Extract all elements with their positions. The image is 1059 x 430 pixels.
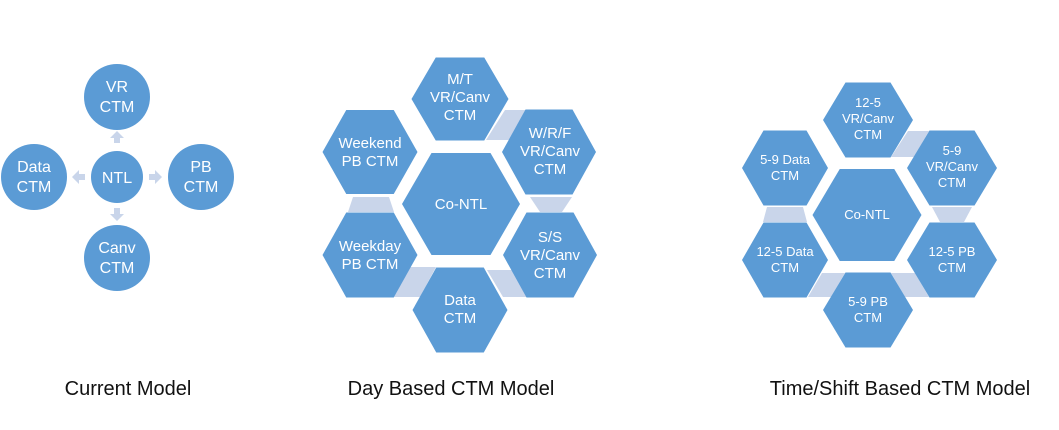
hex-label: Co-NTL <box>435 196 488 213</box>
caption-current-model: Current Model <box>64 378 192 400</box>
connector <box>763 207 807 222</box>
connector <box>486 110 527 140</box>
hex-co-ntl <box>812 169 922 261</box>
hex-5-9-vr-canv-ctm <box>907 130 997 206</box>
hex-weekend-pb-ctm <box>322 110 418 194</box>
connector <box>487 270 527 297</box>
hex-ss-vr-canv-ctm <box>503 212 597 298</box>
hex-weekday-pb-ctm <box>322 212 418 298</box>
hex-label: Co-NTL <box>844 207 890 222</box>
hex-5-9-data-ctm <box>742 130 828 206</box>
arrow-down-icon <box>110 208 124 221</box>
node-data-ctm <box>1 144 67 210</box>
connector <box>891 273 929 297</box>
hex-mt-vr-canv-ctm <box>411 57 509 141</box>
node-vr-ctm <box>84 64 150 130</box>
hex-12-5-data-ctm <box>742 222 828 298</box>
node-ntl <box>91 151 143 203</box>
arrow-up-icon <box>110 131 124 143</box>
connector <box>394 267 436 297</box>
node-label: NTL <box>102 170 132 187</box>
hex-12-5-vr-canv-ctm <box>823 82 913 158</box>
caption-time-model: Time/Shift Based CTM Model <box>769 378 1031 400</box>
arrow-right-icon <box>149 170 162 184</box>
hex-co-ntl <box>402 153 520 255</box>
connector <box>932 207 972 222</box>
hex-wrf-vr-canv-ctm <box>502 109 596 195</box>
node-canv-ctm <box>84 225 150 291</box>
connector <box>348 197 394 212</box>
hex-5-9-pb-ctm <box>823 272 913 348</box>
connector <box>891 131 929 157</box>
connector <box>808 273 845 297</box>
connector <box>530 197 572 212</box>
hex-12-5-pb-ctm <box>907 222 997 298</box>
node-pb-ctm <box>168 144 234 210</box>
caption-day-model: Day Based CTM Model <box>347 378 555 400</box>
arrow-left-icon <box>72 170 85 184</box>
hex-data-ctm <box>412 267 508 353</box>
